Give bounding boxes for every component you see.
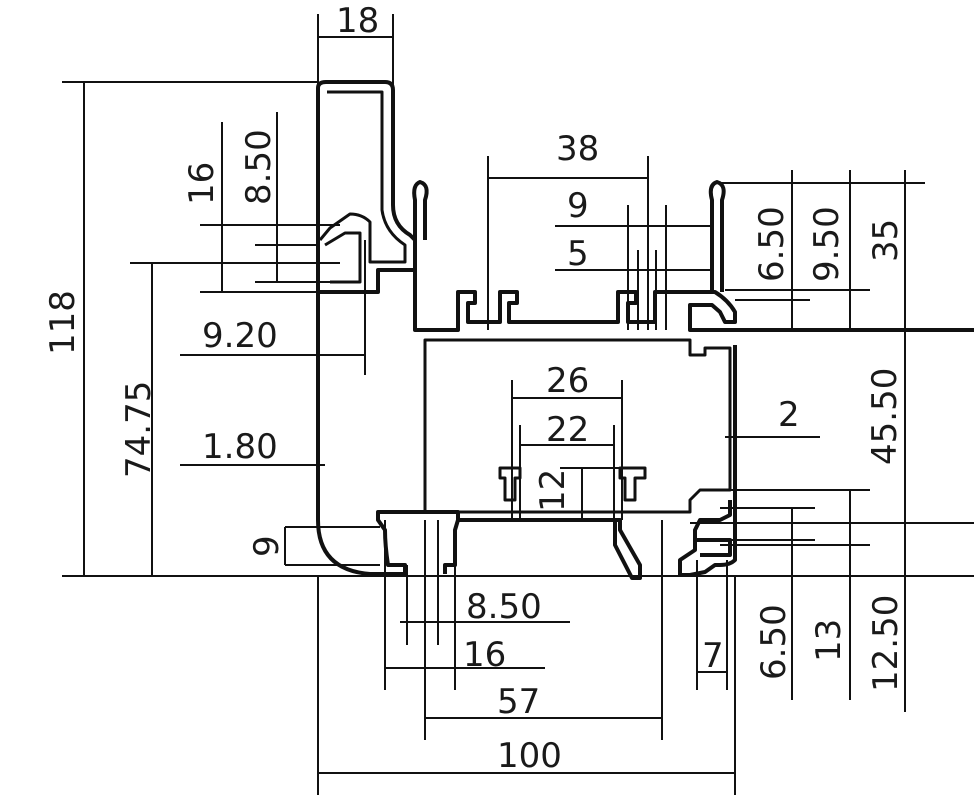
- bulb-right: [708, 180, 726, 292]
- dim-small-gap: 7: [702, 636, 724, 676]
- dim-wall-offset: 9.20: [202, 316, 278, 356]
- dim-wall-thickness: 1.80: [202, 427, 278, 467]
- right-side-wall: [678, 345, 737, 577]
- dim-lower-height: 45.50: [865, 368, 905, 465]
- top-hook-inner: [318, 90, 407, 284]
- top-wall: [413, 270, 915, 332]
- dim-side-wall: 2: [778, 395, 800, 435]
- dim-left-depth: 74.75: [119, 381, 159, 478]
- dim-chamber-depth: 12: [533, 469, 573, 512]
- main-chamber: [423, 338, 732, 514]
- profile-outline: [316, 80, 974, 580]
- dim-bottom-slot: 8.50: [466, 587, 542, 627]
- dim-inner-width: 57: [497, 682, 540, 722]
- left-leg-outer: [316, 88, 642, 580]
- dim-foot-b: 13: [809, 619, 849, 662]
- bulb-left: [412, 180, 429, 240]
- dim-foot-c: 12.50: [866, 595, 906, 692]
- dimension-lines: [62, 14, 974, 795]
- dim-channel-width: 38: [556, 129, 599, 169]
- bottom-foot-right: [695, 538, 732, 557]
- dim-right-height: 35: [866, 219, 906, 262]
- dim-overall-width: 100: [497, 736, 562, 776]
- dim-lip-height: 16: [182, 162, 222, 205]
- dim-foot-a: 6.50: [754, 604, 794, 680]
- dimension-labels: 18 118 16 8.50 74.75 9.20 1.80 9 38 9 5 …: [43, 1, 906, 776]
- dim-chamber-inner: 22: [546, 410, 589, 450]
- dim-slot-b: 5: [567, 234, 589, 274]
- dim-slot-a: 9: [567, 186, 589, 226]
- dim-bottom-slot-width: 16: [463, 635, 506, 675]
- dim-right-lip: 6.50: [752, 206, 792, 282]
- dim-overall-height: 118: [43, 290, 83, 355]
- dim-right-offset: 9.50: [807, 206, 847, 282]
- dim-top-width: 18: [336, 1, 379, 41]
- dim-lip-offset: 8.50: [239, 129, 279, 205]
- dim-chamber-outer: 26: [546, 361, 589, 401]
- dim-bottom-lip: 9: [247, 535, 287, 557]
